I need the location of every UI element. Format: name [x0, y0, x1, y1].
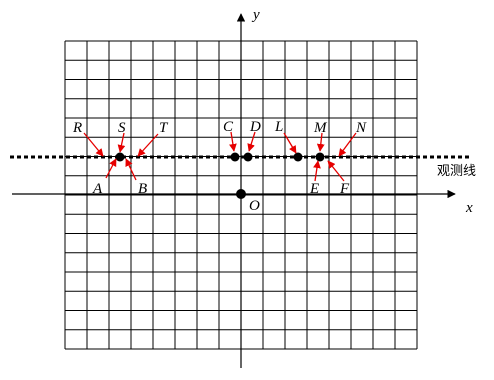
label-e: E — [309, 181, 319, 197]
arrow-e — [313, 160, 321, 182]
label-l: L — [274, 119, 283, 135]
point-m — [315, 152, 325, 162]
arrow-m — [316, 132, 325, 152]
arrow-r — [83, 132, 104, 157]
label-m: M — [313, 120, 328, 136]
arrow-c — [229, 131, 237, 152]
arrow-d — [247, 131, 256, 152]
point-l — [293, 152, 303, 162]
arrow-s — [117, 132, 126, 153]
label-b: B — [138, 181, 147, 197]
points — [115, 152, 325, 199]
label-d: D — [249, 119, 261, 135]
arrow-t — [137, 133, 159, 157]
arrow-b — [125, 158, 137, 181]
label-y-axis: y — [251, 7, 260, 23]
label-c: C — [223, 119, 234, 135]
label-origin: O — [249, 198, 260, 214]
pointer-arrows — [83, 131, 357, 182]
point-c — [230, 152, 240, 162]
label-s: S — [118, 120, 126, 136]
arrow-l — [283, 132, 297, 154]
label-x-axis: x — [465, 200, 473, 216]
point-s — [115, 152, 125, 162]
label-r: R — [72, 120, 82, 136]
arrow-n — [338, 132, 357, 157]
point-d — [243, 152, 253, 162]
label-n: N — [355, 120, 367, 136]
label-a: A — [92, 181, 103, 197]
arrow-a — [105, 158, 117, 179]
label-observation-line: 观测线 — [437, 164, 476, 179]
label-t: T — [159, 120, 169, 136]
point-o — [236, 189, 246, 199]
label-f: F — [339, 181, 350, 197]
arrow-f — [327, 160, 345, 182]
